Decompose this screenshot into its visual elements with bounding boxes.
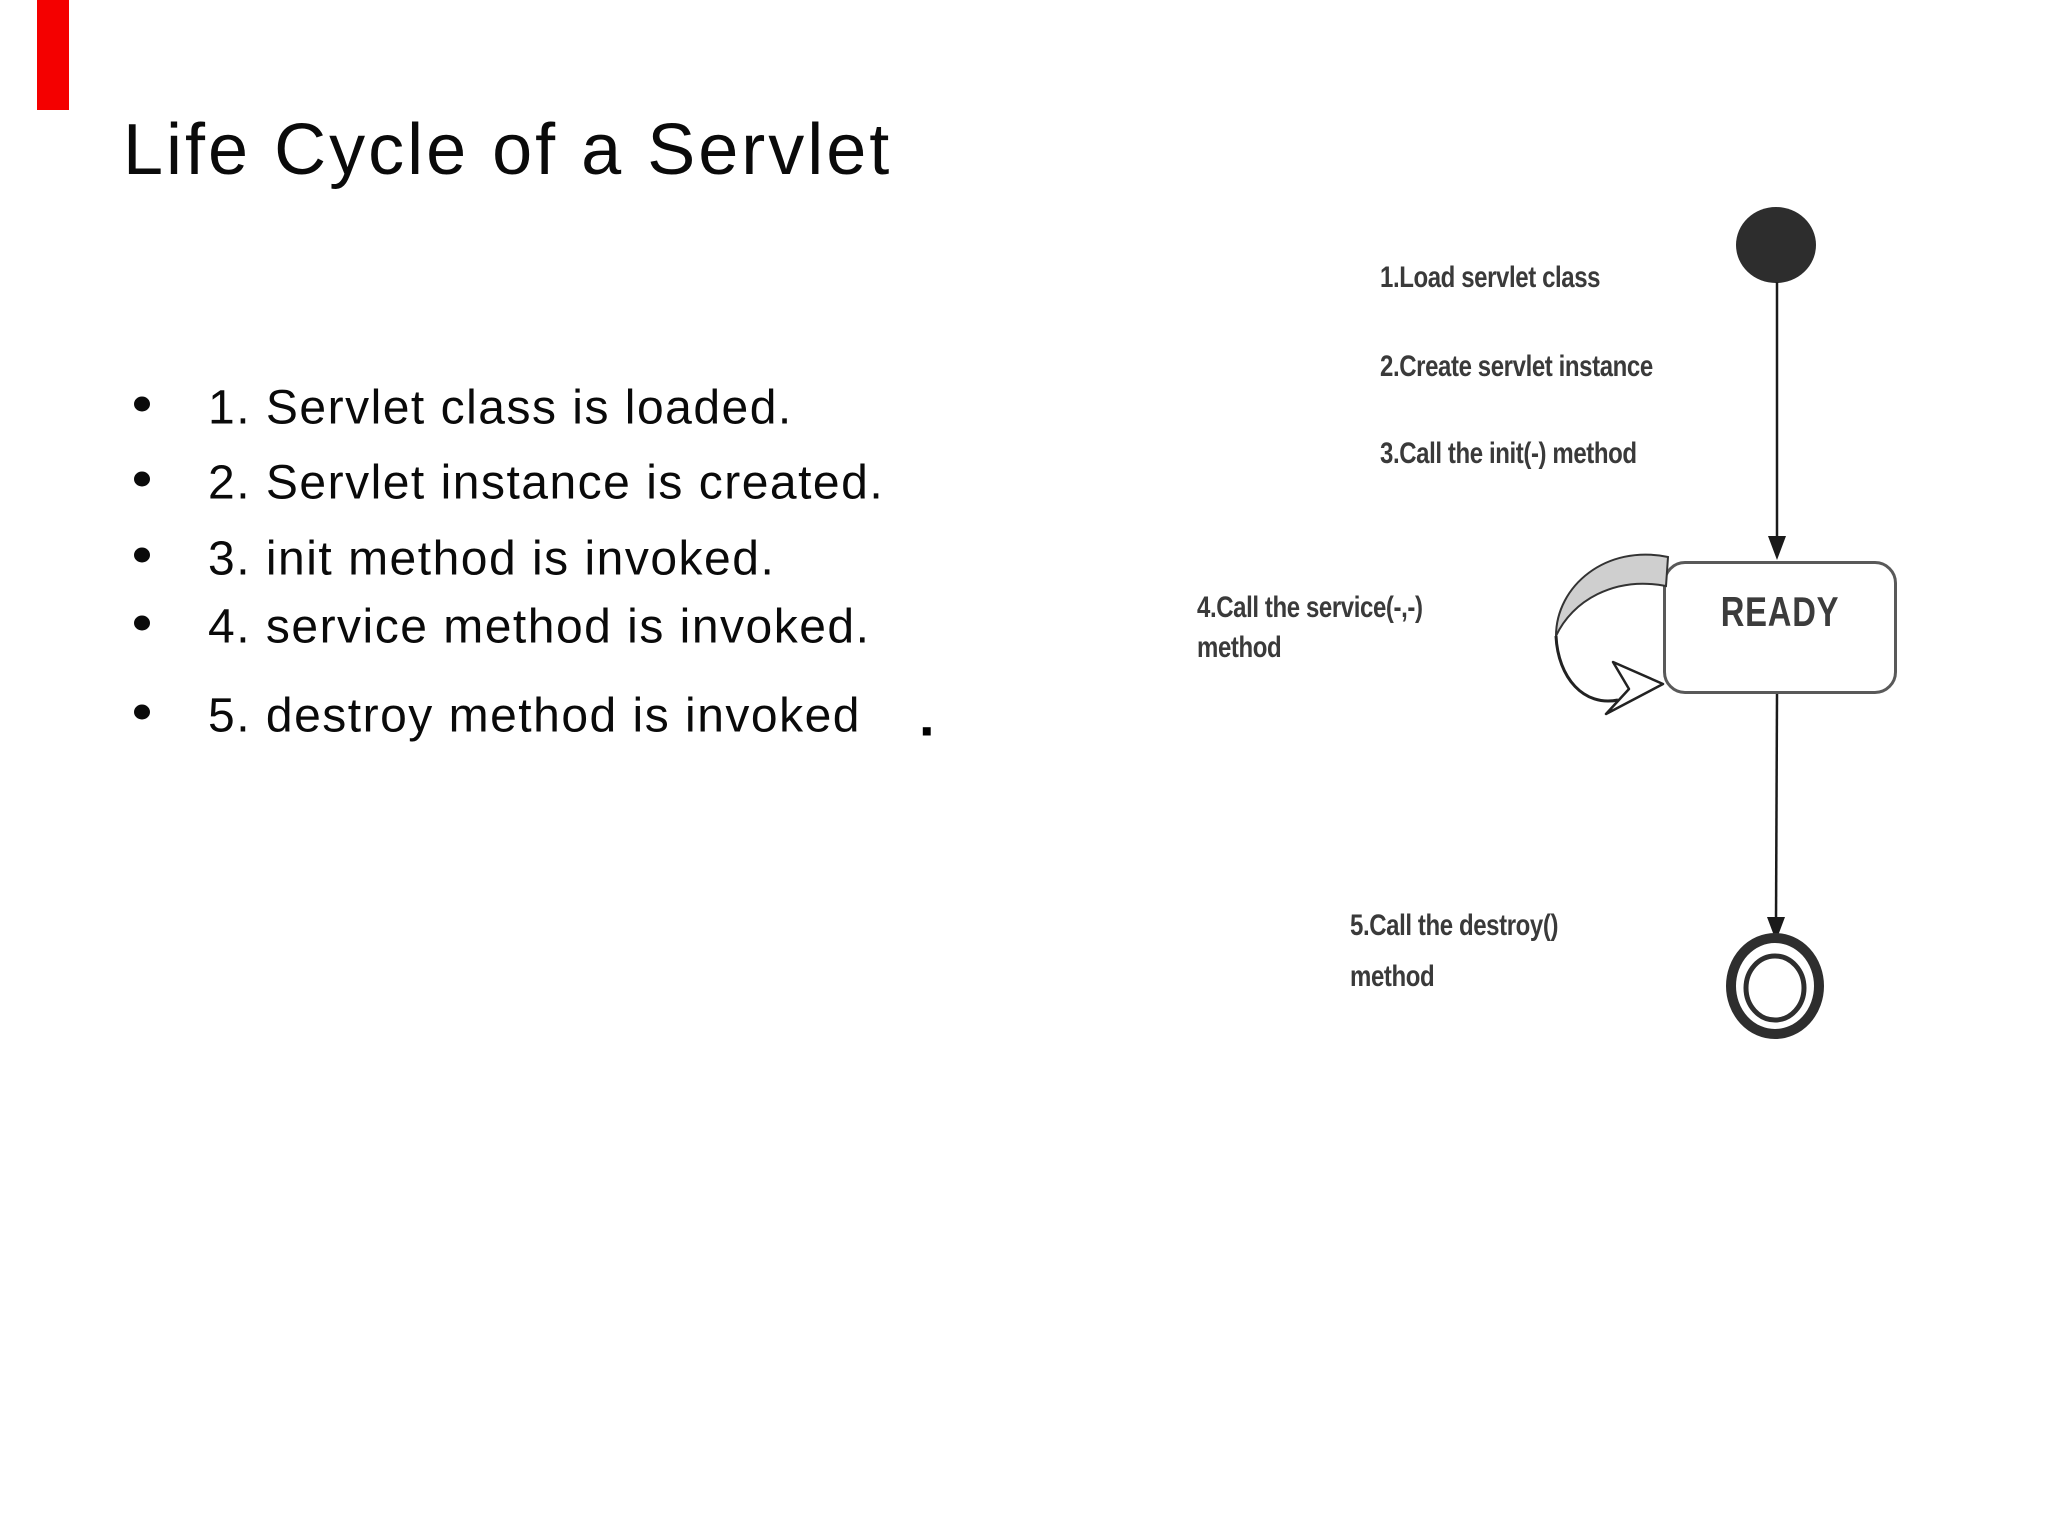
transition-arrow-init: [1768, 282, 1786, 560]
diagram-label-create-servlet-instance: 2.Create servlet instance: [1380, 350, 1653, 383]
bullet-item: 2. Servlet instance is created.: [134, 456, 884, 511]
transition-arrow-destroy: [1767, 693, 1785, 941]
bullet-text: 2. Servlet instance is created.: [208, 456, 885, 510]
diagram-label-call-service-line1: 4.Call the service(-,-): [1197, 591, 1423, 624]
bullet-item: 1. Servlet class is loaded.: [134, 381, 793, 436]
bullet-text: 4. service method is invoked.: [208, 600, 871, 654]
diagram-label-call-service-line2: method: [1197, 631, 1282, 664]
bullet-text-bold-period: .: [919, 684, 937, 748]
bullet-dot-icon: [134, 547, 150, 563]
ready-state-label: READY: [1720, 588, 1840, 635]
diagram-label-call-init-method: 3.Call the init(-) method: [1380, 437, 1637, 470]
slide-title: Life Cycle of a Servlet: [123, 110, 893, 190]
red-accent-bar: [37, 0, 69, 110]
bullet-text: 1. Servlet class is loaded.: [208, 381, 793, 435]
bullet-dot-icon: [134, 615, 150, 631]
bullet-text: 5. destroy method is invoked: [208, 689, 861, 743]
bullet-item: 3. init method is invoked.: [134, 532, 775, 587]
bullet-dot-icon: [134, 471, 150, 487]
diagram-label-load-servlet-class: 1.Load servlet class: [1380, 261, 1601, 294]
bullet-item: 5. destroy method is invoked.: [134, 684, 936, 749]
service-loop-arrow: [1554, 553, 1670, 716]
final-state-icon: [1726, 933, 1824, 1039]
diagram-label-call-destroy-line1: 5.Call the destroy(): [1350, 909, 1559, 942]
ready-state-box: READY: [1663, 561, 1897, 694]
diagram-label-call-destroy-line2: method: [1350, 960, 1435, 993]
bullet-dot-icon: [134, 704, 150, 720]
start-state-icon: [1736, 207, 1816, 283]
bullet-item: 4. service method is invoked.: [134, 600, 870, 655]
bullet-text: 3. init method is invoked.: [208, 532, 776, 586]
bullet-dot-icon: [134, 396, 150, 412]
